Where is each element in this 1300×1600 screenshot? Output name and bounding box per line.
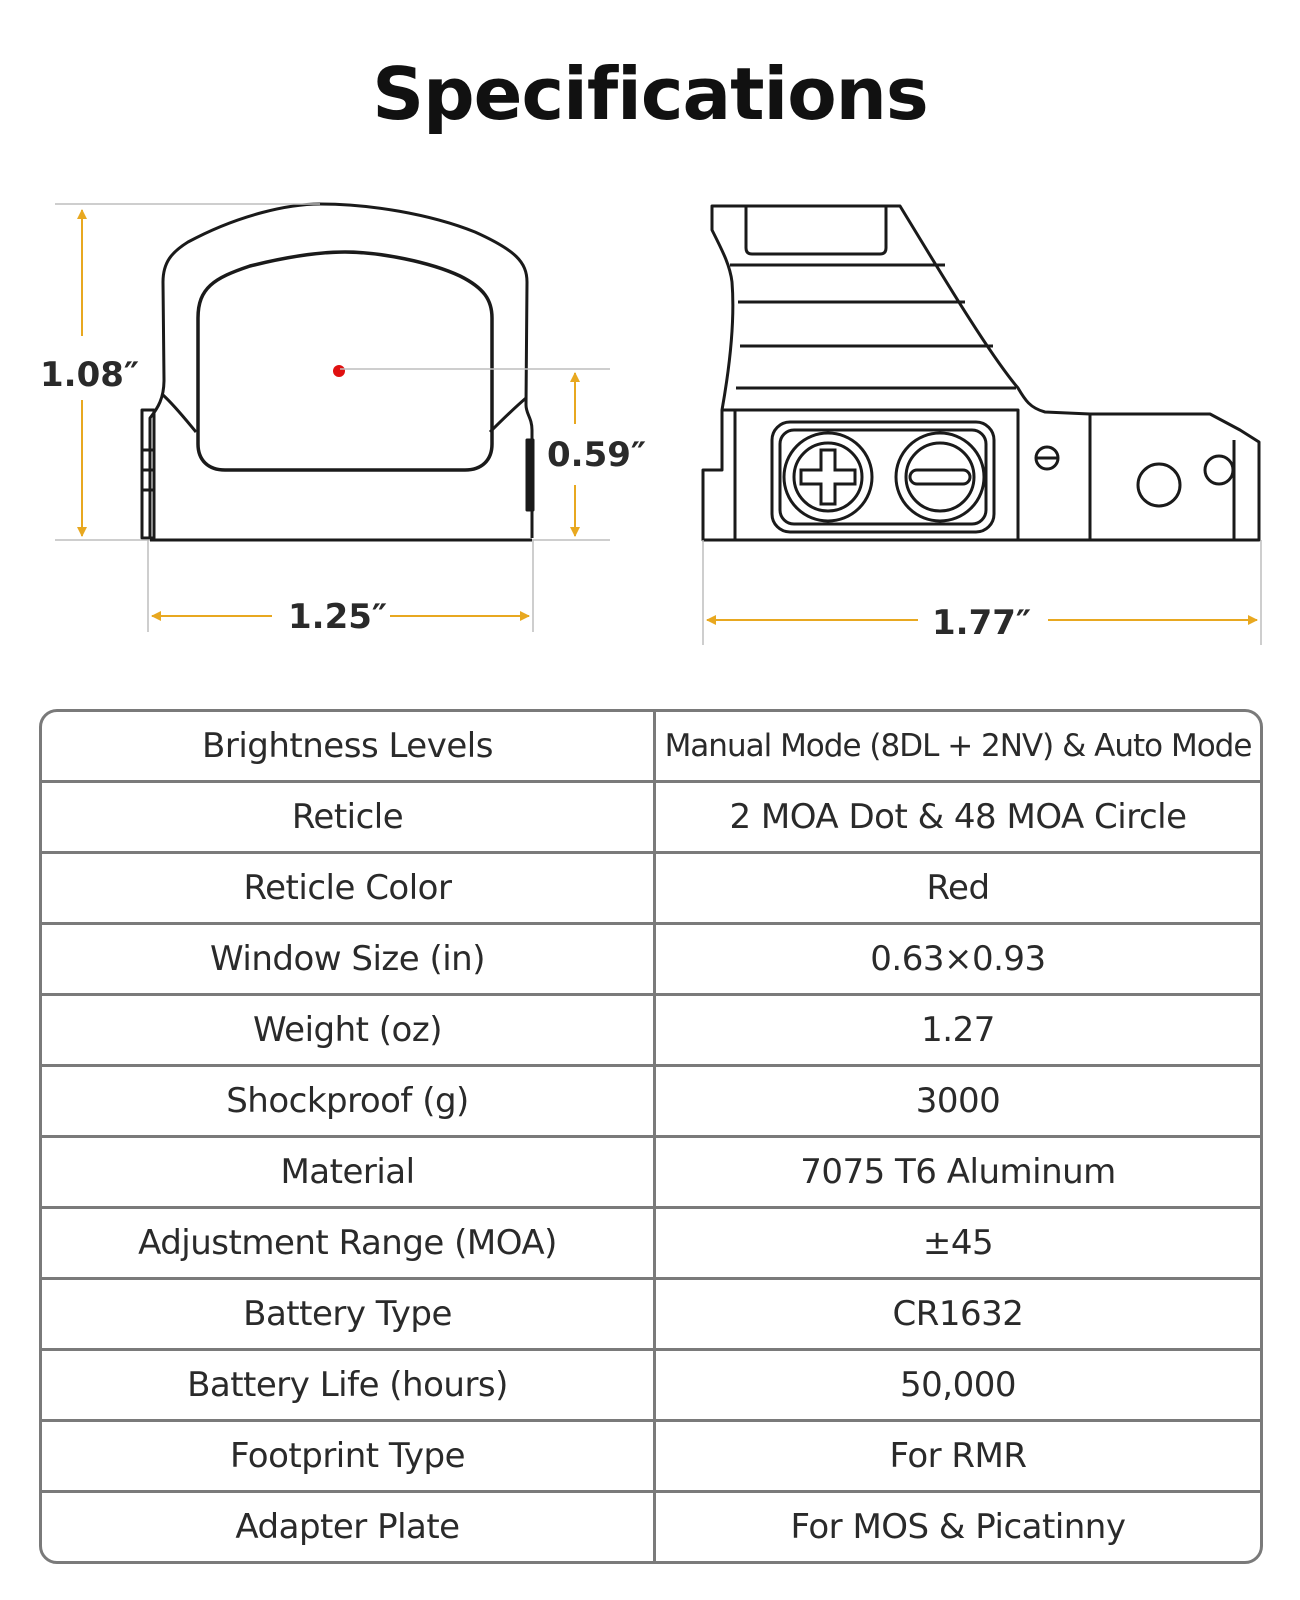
side-contour-lines [730,263,1016,390]
side-housing-outline [701,204,1261,542]
width-front-label: 1.25″ [288,597,387,637]
spec-value: 7075 T6 Aluminum [656,1138,1260,1209]
spec-value: 50,000 [656,1351,1260,1422]
spec-value: CR1632 [656,1280,1260,1351]
front-housing-bevel [161,393,527,434]
spec-label: Battery Life (hours) [42,1351,656,1422]
spec-label: Adjustment Range (MOA) [42,1209,656,1280]
windage-screw-icon [782,431,874,523]
front-dimension-lines [55,203,610,632]
spec-label: Shockproof (g) [42,1067,656,1138]
elevation-screw-icon [894,431,986,523]
spec-label: Reticle Color [42,854,656,925]
battery-panel [770,420,996,534]
height-total-label: 1.08″ [40,355,139,395]
spec-row: Adjustment Range (MOA)±45 [42,1209,1260,1280]
spec-value: 2 MOA Dot & 48 MOA Circle [656,783,1260,854]
side-top-notch [744,206,888,256]
spec-value: Manual Mode (8DL + 2NV) & Auto Mode [656,712,1260,783]
spec-label: Footprint Type [42,1422,656,1493]
side-view-drawing [701,204,1261,542]
spec-value: For MOS & Picatinny [790,1507,1126,1547]
battery-panel-inner [778,428,988,526]
spec-label: Battery Type [42,1280,656,1351]
spec-row: Window Size (in)0.63×0.93 [42,925,1260,996]
front-housing-outline [148,202,534,538]
side-lower-box [722,408,1020,540]
spec-value: Red [656,854,1260,925]
front-left-knob-ridges [142,448,154,492]
front-view-drawing [140,202,535,542]
spec-row: Weight (oz)1.27 [42,996,1260,1067]
spec-row: Battery Life (hours)50,000 [42,1351,1260,1422]
front-right-knob [525,438,535,512]
spec-row: Shockproof (g)3000 [42,1067,1260,1138]
spec-value: 1.27 [656,996,1260,1067]
spec-label: Material [42,1138,656,1209]
length-side-label: 1.77″ [932,603,1031,643]
reticle-dot [333,365,345,377]
side-dimension-lines [702,540,1262,645]
window-height-label: 0.59″ [547,435,646,475]
page-title: Specifications [372,52,929,136]
spec-value: For RMR [656,1422,1260,1493]
front-dimension-arrows [77,209,580,621]
spec-row: Adapter Plate For MOS & Picatinny [42,1493,1260,1561]
spec-label: Reticle [42,783,656,854]
spec-value: 0.63×0.93 [656,925,1260,996]
spec-label: Brightness Levels [42,712,656,783]
dimension-drawings: 1.08″ 0.59″ 1.25″ [40,202,1262,645]
front-left-knob [140,408,156,540]
side-rear-block [1088,414,1236,540]
spec-label: Window Size (in) [42,925,656,996]
spec-label: Weight (oz) [42,996,656,1067]
spec-value: 3000 [656,1067,1260,1138]
spec-label: Adapter Plate [42,1493,656,1561]
front-window [196,250,494,472]
spec-value: ±45 [656,1209,1260,1280]
side-small-screws [1034,445,1235,508]
